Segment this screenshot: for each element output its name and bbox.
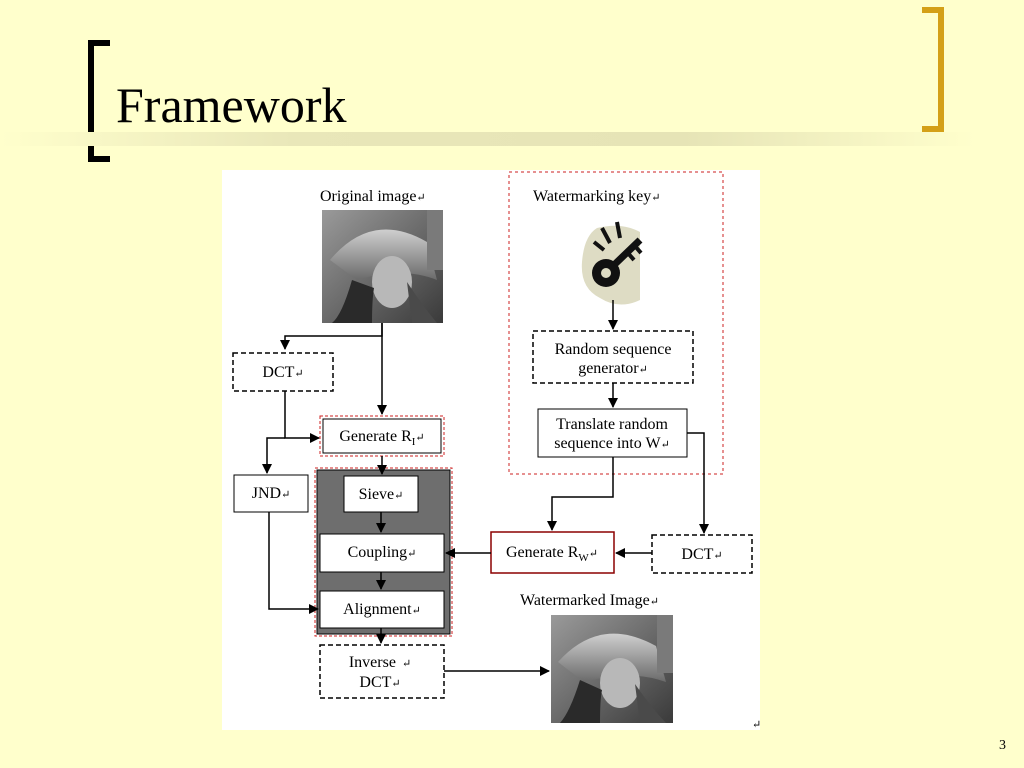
dct-right-label: DCT↵ xyxy=(681,546,722,563)
title-underline-rule xyxy=(0,132,975,146)
inverse-dct-box xyxy=(319,644,445,699)
generate-ri-label: Generate RI↵ xyxy=(339,428,424,448)
watermarking-key-label: Watermarking key↵ xyxy=(533,188,660,205)
inverse-dct-line2: DCT↵ xyxy=(359,674,400,691)
dct-right-box xyxy=(651,534,753,574)
trailing-return-mark: ↵ xyxy=(752,719,760,730)
framework-diagram: Original image↵ Watermarking key↵ DCT↵ G… xyxy=(222,170,760,730)
page-number: 3 xyxy=(999,738,1006,753)
key-icon xyxy=(581,221,643,305)
inverse-dct-line1: Inverse↵ xyxy=(349,654,411,671)
translate-sequence-box xyxy=(537,408,688,458)
alignment-label: Alignment↵ xyxy=(343,601,421,618)
watermarked-image-photo xyxy=(551,615,673,723)
random-sequence-line1: Random sequence xyxy=(555,341,672,358)
dct-label: DCT↵ xyxy=(262,364,303,381)
jnd-label: JND↵ xyxy=(252,485,291,502)
generate-rw-box xyxy=(490,531,615,574)
left-bracket-decoration xyxy=(88,40,110,162)
original-image-label: Original image↵ xyxy=(320,188,426,205)
jnd-box xyxy=(233,474,309,513)
alignment-box xyxy=(319,590,445,629)
slide-title: Framework xyxy=(116,77,347,133)
connector-lines xyxy=(262,300,709,676)
generate-ri-box xyxy=(322,418,442,454)
watermarked-image-label: Watermarked Image↵ xyxy=(520,592,659,609)
translate-line1: Translate random xyxy=(556,416,668,433)
original-image-photo xyxy=(322,210,443,323)
random-sequence-line2: generator↵ xyxy=(578,360,648,377)
generate-rw-label: Generate RW↵ xyxy=(506,544,598,564)
coupling-label: Coupling↵ xyxy=(348,544,417,561)
dct-box xyxy=(232,352,334,392)
coupling-box xyxy=(319,533,445,573)
sieve-label: Sieve↵ xyxy=(359,486,404,503)
right-bracket-decoration xyxy=(922,7,944,132)
translate-line2: sequence into W↵ xyxy=(554,435,670,452)
